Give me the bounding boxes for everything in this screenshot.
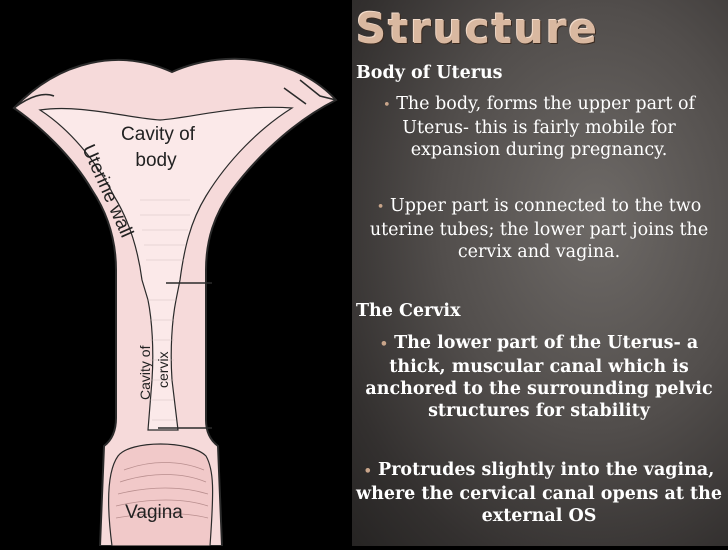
bullet-dot-icon: • <box>376 200 385 215</box>
label-vagina: Vagina <box>125 502 183 523</box>
slide-title: Structure <box>356 4 600 53</box>
uterus-diagram: Cavity of body Uterine wall Cavity of ce… <box>12 57 338 547</box>
bullet-text: The lower part of the Uterus- a thick, m… <box>365 333 713 421</box>
bullet-body-description: • The body, forms the upper part of Uter… <box>356 93 722 161</box>
label-cavity-of-body-1: Cavity of <box>121 124 196 145</box>
bullet-cervix-description: • The lower part of the Uterus- a thick,… <box>356 332 722 422</box>
vagina-region <box>108 443 214 547</box>
section-heading-the-cervix: The Cervix <box>356 301 461 321</box>
label-cavity-of-body-2: body <box>135 150 177 171</box>
text-panel <box>352 0 728 546</box>
label-cavity-of-cervix-1: Cavity of <box>137 345 153 400</box>
section-heading-body-of-uterus: Body of Uterus <box>356 63 503 83</box>
bullet-text: Protrudes slightly into the vagina, wher… <box>356 460 722 526</box>
bullet-upper-part: • Upper part is connected to the two ute… <box>356 195 722 263</box>
bullet-text: The body, forms the upper part of Uterus… <box>396 94 696 160</box>
bullet-dot-icon: • <box>379 337 389 352</box>
bullet-dot-icon: • <box>382 98 391 113</box>
bullet-text: Upper part is connected to the two uteri… <box>369 196 709 262</box>
bullet-dot-icon: • <box>363 464 372 479</box>
bullet-protrudes: • Protrudes slightly into the vagina, wh… <box>356 459 722 527</box>
label-cavity-of-cervix-2: cervix <box>155 351 171 388</box>
cavity-of-body <box>38 106 294 431</box>
diagram-panel: Cavity of body Uterine wall Cavity of ce… <box>0 0 352 547</box>
